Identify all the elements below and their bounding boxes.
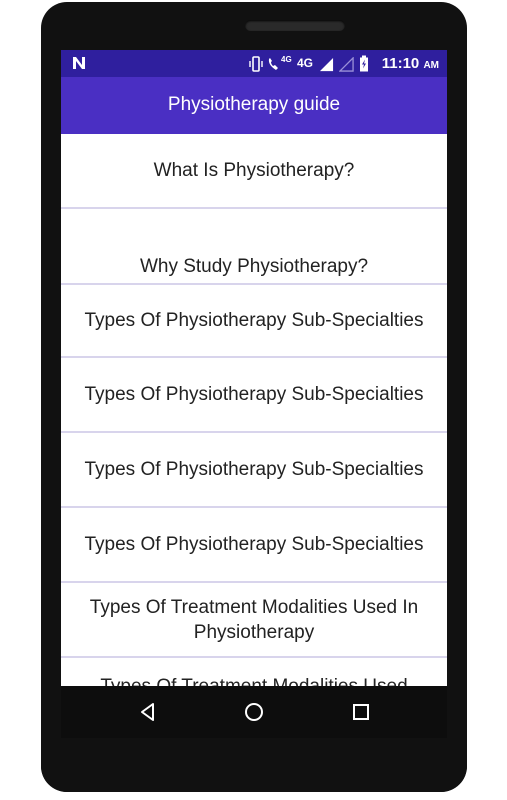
recents-icon[interactable] (349, 700, 373, 724)
back-icon[interactable] (136, 700, 160, 724)
list-item-label: Why Study Physiotherapy? (139, 256, 369, 277)
speaker-grille (245, 20, 345, 31)
phone-chin (41, 738, 467, 792)
list-item-label: Types Of Treatment Modalities Used In Ph… (89, 596, 419, 643)
network-4g-small-label: 4G (281, 55, 292, 64)
list-item[interactable]: What Is Physiotherapy? (61, 134, 447, 209)
signal-strength-icon (319, 57, 334, 72)
topic-list: What Is Physiotherapy? Why Study Physiot… (61, 134, 447, 686)
list-item[interactable]: Why Study Physiotherapy? (61, 209, 447, 277)
status-bar: 4G 4G 11:10 AM (61, 50, 447, 77)
list-item[interactable]: Types Of Physiotherapy Sub-Specialties (61, 358, 447, 433)
clock-ampm: AM (423, 60, 439, 71)
list-item[interactable]: Types Of Physiotherapy Sub-Specialties (61, 433, 447, 508)
vibrate-icon (249, 56, 263, 72)
list-item[interactable]: Types Of Treatment Modalities Used (61, 658, 447, 686)
network-4g-label: 4G (297, 56, 314, 70)
app-bar: Physiotherapy guide (61, 77, 447, 134)
list-item[interactable]: Types Of Physiotherapy Sub-Specialties (61, 508, 447, 583)
status-clock: 11:10 AM (382, 55, 439, 72)
list-item-label: Types Of Physiotherapy Sub-Specialties (84, 534, 424, 555)
app-title: Physiotherapy guide (167, 94, 341, 115)
clock-time: 11:10 (381, 55, 420, 72)
list-item[interactable]: Types Of Physiotherapy Sub-Specialties (61, 283, 447, 358)
list-item-label: Types Of Physiotherapy Sub-Specialties (84, 384, 424, 405)
battery-charging-icon (360, 55, 368, 72)
list-item-label: Types Of Physiotherapy Sub-Specialties (84, 459, 424, 480)
list-item-label: What Is Physiotherapy? (153, 160, 355, 181)
status-icons: 4G 4G (249, 55, 369, 73)
home-icon[interactable] (242, 700, 266, 724)
list-item-label: Types Of Treatment Modalities Used (100, 674, 407, 686)
screen: 4G 4G 11:10 AM Physiotherapy guide What … (61, 50, 447, 686)
list-item[interactable]: Types Of Treatment Modalities Used In Ph… (61, 583, 447, 658)
wifi-call-icon (268, 58, 278, 70)
notification-n-icon (73, 57, 85, 69)
navigation-bar (61, 686, 447, 738)
list-item-label: Types Of Physiotherapy Sub-Specialties (84, 310, 424, 331)
signal-empty-icon (339, 57, 354, 72)
